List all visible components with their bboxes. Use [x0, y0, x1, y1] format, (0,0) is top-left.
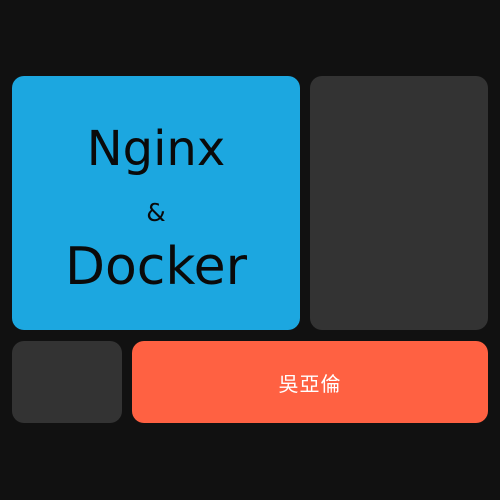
title-nginx: Nginx: [86, 121, 226, 177]
title-tile: Nginx & Docker: [12, 76, 300, 330]
author-tile: 吳亞倫: [132, 341, 488, 423]
placeholder-tile-right: [310, 76, 488, 330]
title-ampersand: &: [146, 198, 166, 227]
title-docker: Docker: [64, 237, 248, 297]
placeholder-tile-small: [12, 341, 122, 423]
author-name: 吳亞倫: [278, 371, 342, 396]
